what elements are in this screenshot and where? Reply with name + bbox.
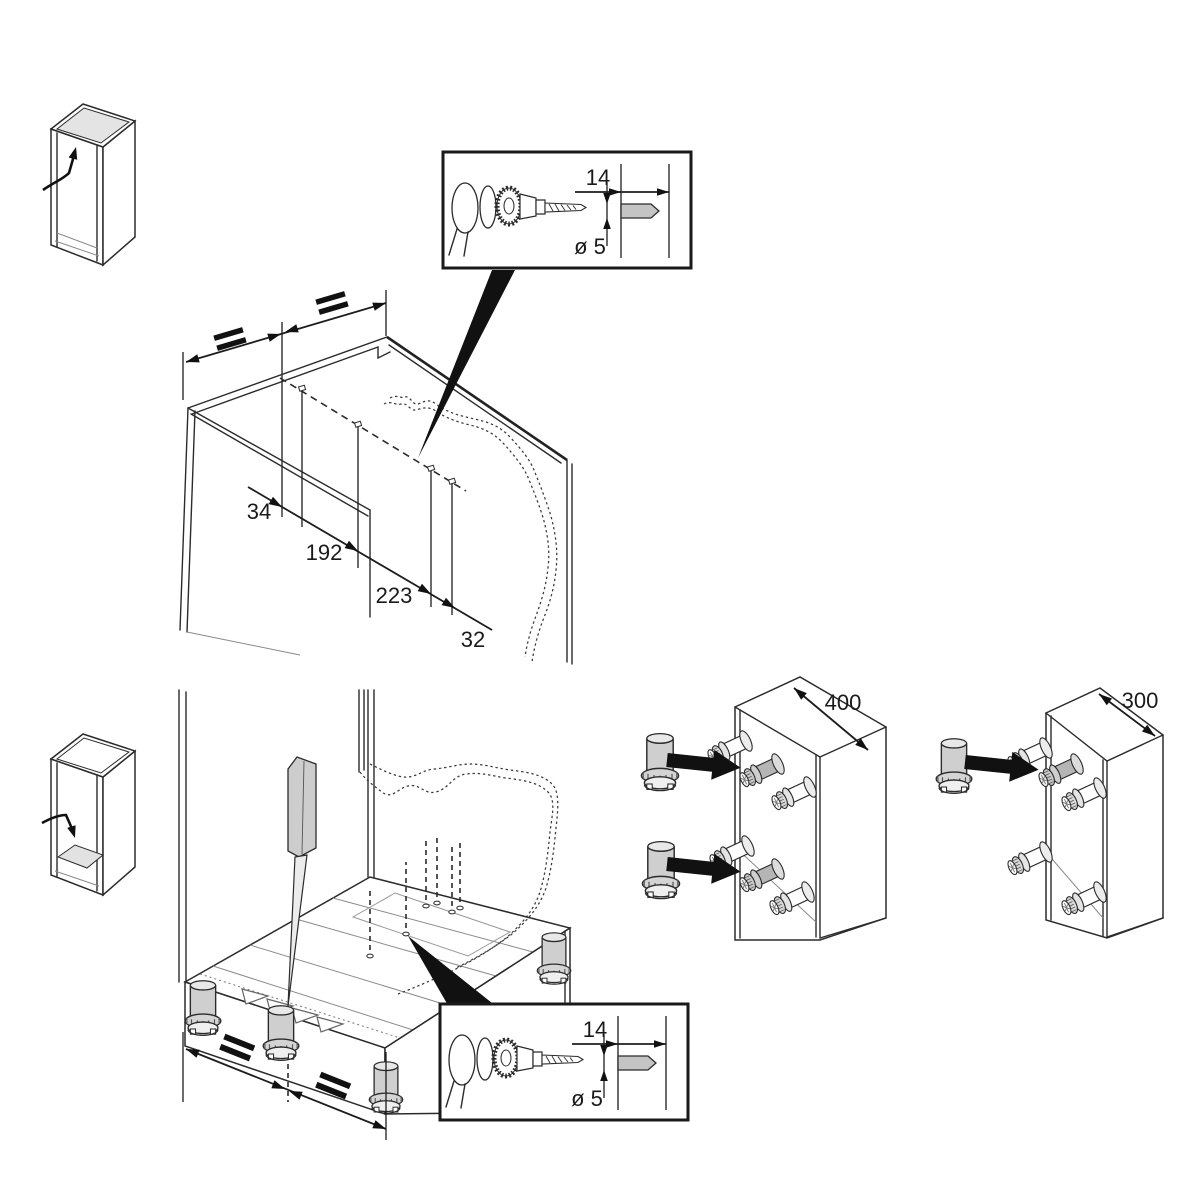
marking-positions-bottom [366, 835, 464, 959]
depth-label-300: 300 [1122, 688, 1159, 713]
equal-split-dimension-top [182, 290, 387, 517]
dim-32: 32 [461, 627, 485, 652]
pilot-holes-top [297, 384, 457, 485]
arrow-to-bottom-panel-icon [41, 813, 76, 838]
equal-split-dimension-bottom [182, 1032, 387, 1140]
torn-edge-bottom [359, 763, 559, 995]
equal-mark-left [213, 327, 247, 351]
drill-depth-dimension: 14 ø 5 [574, 164, 670, 259]
drilled-hole-bottom [617, 1055, 657, 1071]
drill-detail-inset-bottom: 14 ø 5 [438, 1002, 690, 1122]
dim-34: 34 [247, 499, 271, 524]
callout-wedge-bottom [408, 936, 497, 1007]
cabinet-top-view-icon [42, 103, 137, 267]
cabinet-foot-4 [536, 932, 572, 985]
drill-icon-bottom [445, 1034, 585, 1109]
drill-icon [448, 182, 588, 257]
top-panel-drilling-drawing: 34 192 223 32 [179, 290, 573, 665]
cabinet-top-outline [179, 335, 573, 665]
depth-label-400: 400 [825, 690, 862, 715]
drill-detail-inset-top: 14 ø 5 [441, 150, 693, 270]
drilled-hole [620, 203, 660, 219]
equal-mark-right [315, 291, 349, 315]
cabinet-foot-2 [262, 1005, 300, 1062]
equal-mark-right-bottom [315, 1071, 352, 1100]
cabinet-bottom-view-icon [41, 733, 137, 897]
hole-spacing-dimension-chain: 34 192 223 32 [247, 486, 493, 652]
feet-mounting-400-drawing: 400 [640, 676, 887, 941]
drill-positions-top [279, 377, 467, 615]
dim-223: 223 [376, 583, 413, 608]
torn-edge-top [383, 395, 558, 663]
feet-mounting-300-drawing: 300 [935, 687, 1164, 939]
diameter-label-bottom: ø 5 [571, 1086, 603, 1111]
depth-dimension-400: 400 [793, 687, 869, 751]
depth-label-top: 14 [586, 165, 610, 190]
arrow-to-top-panel-icon [42, 147, 78, 192]
callout-wedge-top [418, 270, 515, 458]
drill-bit-icon-bottom [541, 1054, 585, 1065]
drill-bit-icon [544, 202, 588, 213]
drill-depth-dimension-bottom: 14 ø 5 [571, 1016, 667, 1111]
equal-mark-left-bottom [219, 1033, 256, 1062]
depth-dimension-300: 300 [1098, 688, 1159, 737]
dim-192: 192 [306, 540, 343, 565]
diameter-label-top: ø 5 [574, 234, 606, 259]
depth-label-bottom: 14 [583, 1017, 607, 1042]
cabinet-foot-1 [184, 980, 222, 1037]
